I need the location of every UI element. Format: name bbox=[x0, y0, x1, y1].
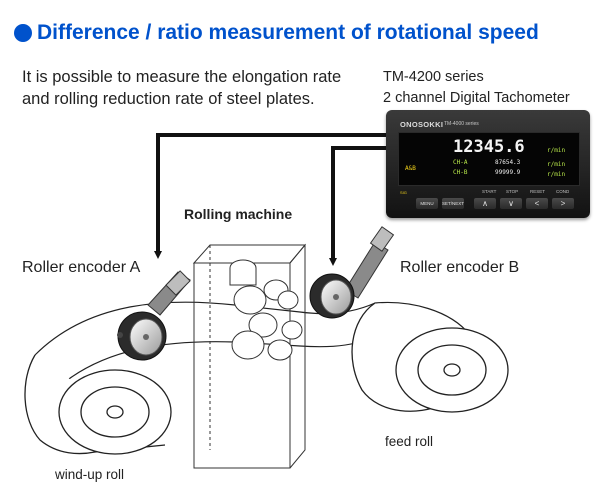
digital-tachometer: ONOSOKKI TM-4000 series A&B 12345.6 r/mi… bbox=[386, 110, 590, 218]
rolling-machine-label: Rolling machine bbox=[184, 206, 293, 222]
ch-b-unit: r/min bbox=[547, 171, 566, 178]
product-name: 2 channel Digital Tachometer bbox=[383, 90, 570, 106]
description-line-2: and rolling reduction rate of steel plat… bbox=[22, 90, 315, 108]
ch-a-unit: r/min bbox=[547, 161, 566, 168]
description-line-1: It is possible to measure the elongation… bbox=[22, 68, 342, 86]
encoder-a-label: Roller encoder A bbox=[22, 259, 141, 276]
right-key: > bbox=[552, 198, 574, 209]
cond-label: COND bbox=[556, 189, 570, 194]
title-text: Difference / ratio measurement of rotati… bbox=[37, 21, 539, 44]
main-unit: r/min bbox=[547, 147, 566, 154]
reset-label: RESET bbox=[530, 189, 546, 194]
roller-encoder-b bbox=[309, 226, 395, 319]
sig-label: SIG bbox=[400, 190, 407, 195]
wind-up-roll bbox=[24, 354, 172, 455]
feed-roll bbox=[351, 302, 509, 413]
ch-a-value: 87654.3 bbox=[495, 159, 521, 166]
title-bullet-icon bbox=[14, 24, 32, 42]
roller-encoder-a bbox=[117, 270, 191, 361]
cable-b bbox=[329, 146, 386, 266]
ab-label: A&B bbox=[405, 165, 416, 172]
description: It is possible to measure the elongation… bbox=[22, 66, 341, 110]
set-next-key: SET/NEXT bbox=[442, 198, 464, 209]
feed-roll-label: feed roll bbox=[385, 434, 434, 449]
wind-up-roll-label: wind-up roll bbox=[55, 467, 125, 482]
ch-b-label: CH-B bbox=[453, 169, 468, 176]
product-caption: TM-4200 series 2 channel Digital Tachome… bbox=[383, 67, 570, 109]
tacho-brand: ONOSOKKI bbox=[400, 120, 444, 129]
rolling-machine bbox=[192, 243, 307, 469]
ch-a-label: CH-A bbox=[453, 159, 468, 166]
left-key: < bbox=[526, 198, 548, 209]
menu-key: MENU bbox=[416, 198, 438, 209]
up-key: ∧ bbox=[474, 198, 496, 209]
down-key: ∨ bbox=[500, 198, 522, 209]
tacho-display: A&B 12345.6 r/min CH-A 87654.3 r/min CH-… bbox=[398, 132, 580, 186]
product-series: TM-4200 series bbox=[383, 69, 484, 85]
ch-b-value: 99999.9 bbox=[495, 169, 521, 176]
main-value: 12345.6 bbox=[453, 137, 525, 157]
encoder-b-label: Roller encoder B bbox=[400, 259, 520, 276]
stop-label: STOP bbox=[506, 189, 519, 194]
tacho-model: TM-4000 series bbox=[444, 121, 479, 127]
start-label: START bbox=[482, 189, 497, 194]
page-title: Difference / ratio measurement of rotati… bbox=[14, 18, 594, 48]
cable-a bbox=[154, 133, 386, 259]
